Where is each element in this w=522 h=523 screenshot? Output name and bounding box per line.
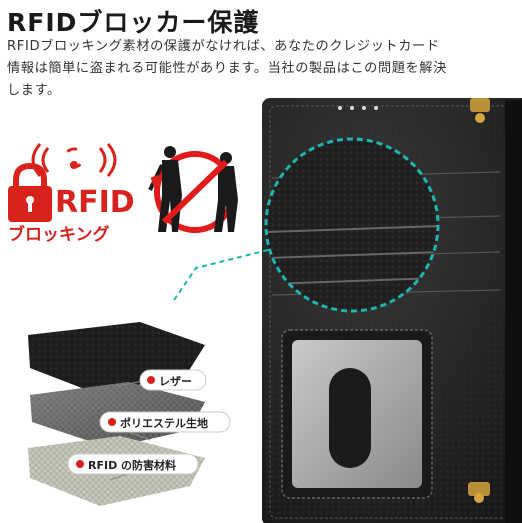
bullet-icon: [147, 376, 155, 384]
layer-label-polyester: ポリエステル生地: [99, 411, 231, 433]
rfid-text: RFID: [55, 185, 135, 220]
description-line-2: 情報は簡単に盗まれる可能性があります。当社の製品はこの問題を解決: [7, 61, 447, 76]
no-skimming-icon: [148, 146, 238, 233]
description-line-3: します。: [7, 83, 61, 98]
layer-label-text: RFID の防害材料: [88, 458, 176, 472]
blocking-caption: ブロッキング: [8, 224, 110, 245]
layer-label-text: ポリエステル生地: [120, 416, 208, 430]
bullet-icon: [76, 460, 84, 468]
description: RFIDブロッキング素材の保護がなければ、あなたのクレジットカード 情報は簡単に…: [7, 36, 512, 102]
layer-label-text: レザー: [159, 375, 192, 388]
bullet-icon: [108, 418, 116, 426]
zoom-callout: [173, 137, 440, 313]
description-line-1: RFIDブロッキング素材の保護がなければ、あなたのクレジットカード: [7, 39, 440, 54]
signal-wave-icon: [41, 147, 50, 173]
rfid-badge: RFID ブロッキング: [8, 143, 135, 245]
layer-label-rfid: RFID の防害材料: [67, 453, 199, 475]
page-title: RFIDブロッカー保護: [7, 8, 260, 37]
layer-label-leather: レザー: [139, 369, 207, 391]
padlock-icon: [8, 162, 52, 222]
